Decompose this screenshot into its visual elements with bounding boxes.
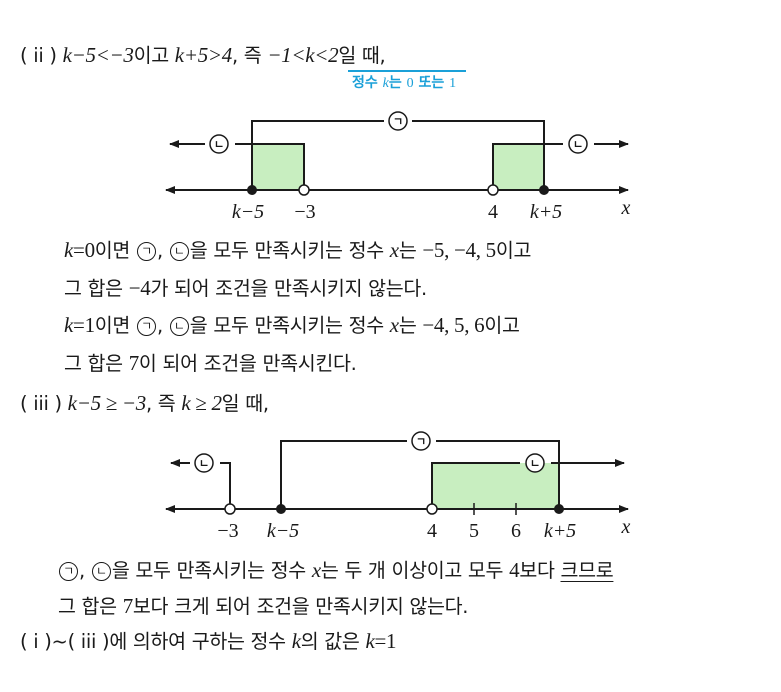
circle-b-icon: ㄴ bbox=[91, 562, 111, 581]
case-iii-condition: ( iii ) k−5 ≥ −3, 즉 k ≥ 2일 때, bbox=[20, 391, 269, 415]
open-point bbox=[487, 184, 499, 196]
closed-point bbox=[276, 504, 286, 514]
svg-text:−3: −3 bbox=[294, 201, 315, 223]
case-label: ( iii ) bbox=[20, 392, 62, 415]
circle-b-icon bbox=[568, 134, 588, 154]
closed-point bbox=[247, 185, 257, 195]
svg-text:ㄴ: ㄴ bbox=[199, 457, 209, 470]
case-ii-k0-result: 그 합은 −4가 되어 조건을 만족시키지 않는다. bbox=[64, 276, 427, 300]
svg-text:ㄴ: ㄴ bbox=[530, 457, 540, 470]
underlined-text: 크므로 bbox=[560, 559, 614, 582]
case-label: ( ii ) bbox=[20, 44, 57, 67]
case-iii-line-2: 그 합은 7보다 크게 되어 조건을 만족시키지 않는다. bbox=[58, 594, 469, 618]
circle-b-icon: ㄴ bbox=[169, 242, 189, 261]
svg-text:ㄴ: ㄴ bbox=[214, 138, 224, 151]
circle-a-icon: ㄱ bbox=[59, 562, 78, 581]
closed-point bbox=[539, 185, 549, 195]
open-point bbox=[224, 503, 236, 515]
circle-b-icon: ㄴ bbox=[169, 317, 189, 336]
case-ii-condition: ( ii ) k−5<−3이고 k+5>4, 즉 −1<k<2일 때, bbox=[20, 43, 386, 67]
circle-b-icon bbox=[209, 134, 229, 154]
svg-text:ㄱ: ㄱ bbox=[393, 115, 403, 128]
range-underline bbox=[348, 70, 466, 72]
shaded-region-left bbox=[252, 144, 304, 190]
shaded-region-right bbox=[493, 144, 544, 190]
svg-text:k−5: k−5 bbox=[232, 201, 264, 223]
conclusion: ( i )~( iii )에 의하여 구하는 정수 k의 값은 k=1 bbox=[20, 629, 397, 653]
svg-text:−3: −3 bbox=[217, 520, 238, 542]
condition-a-bracket bbox=[251, 120, 384, 190]
svg-text:k−5: k−5 bbox=[267, 520, 299, 542]
circle-a-icon: ㄱ bbox=[136, 242, 156, 261]
open-point bbox=[298, 184, 310, 196]
svg-text:x: x bbox=[621, 197, 631, 219]
k-range: −1<k<2 bbox=[267, 43, 339, 67]
circle-b-icon bbox=[525, 453, 545, 473]
svg-text:x: x bbox=[621, 516, 631, 538]
circle-a-icon: ㄱ bbox=[136, 317, 156, 336]
inequality-2: k+5>4 bbox=[174, 43, 232, 67]
svg-text:4: 4 bbox=[488, 201, 498, 223]
open-point bbox=[426, 503, 438, 515]
svg-text:6: 6 bbox=[511, 520, 521, 542]
closed-point bbox=[554, 504, 564, 514]
svg-text:5: 5 bbox=[469, 520, 479, 542]
shaded-region bbox=[432, 463, 559, 509]
svg-text:k+5: k+5 bbox=[544, 520, 576, 542]
inequality-1: k−5<−3 bbox=[62, 43, 134, 67]
svg-text:ㄴ: ㄴ bbox=[573, 138, 583, 151]
svg-text:4: 4 bbox=[427, 520, 437, 542]
svg-text:ㄱ: ㄱ bbox=[416, 435, 426, 448]
circle-a-icon bbox=[388, 111, 408, 131]
circle-b-icon bbox=[194, 453, 214, 473]
svg-text:k+5: k+5 bbox=[530, 201, 562, 223]
circle-a-icon bbox=[411, 431, 431, 451]
case-ii-k1-result: 그 합은 7이 되어 조건을 만족시킨다. bbox=[64, 351, 357, 375]
integer-k-note: 정수 k는 0 또는 1 bbox=[352, 75, 457, 91]
